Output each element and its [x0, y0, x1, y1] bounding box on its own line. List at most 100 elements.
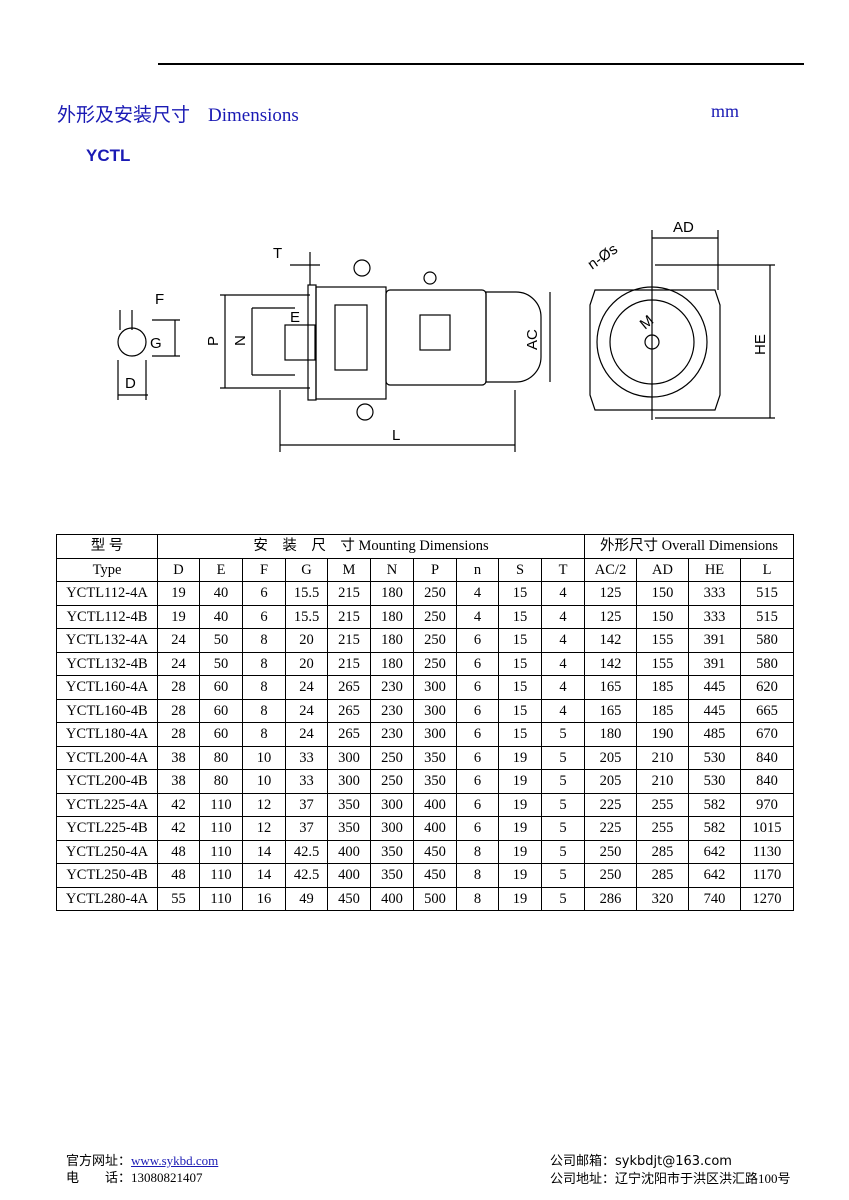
type-cell: YCTL250-4A — [56, 839, 158, 864]
label-P: P — [205, 336, 222, 346]
value-cell: 515 — [740, 604, 794, 629]
value-cell: 485 — [688, 722, 741, 747]
value-cell: 125 — [584, 581, 637, 606]
value-cell: 49 — [285, 886, 328, 911]
label-D: D — [125, 375, 136, 392]
value-cell: 6 — [456, 628, 499, 653]
value-cell: 400 — [413, 792, 457, 817]
value-cell: 300 — [413, 675, 457, 700]
value-cell: 970 — [740, 792, 794, 817]
value-cell: 40 — [199, 581, 243, 606]
column-header: AD — [636, 557, 689, 582]
value-cell: 8 — [456, 886, 499, 911]
value-cell: 110 — [199, 816, 243, 841]
value-cell: 215 — [327, 604, 371, 629]
value-cell: 5 — [541, 769, 585, 794]
value-cell: 24 — [285, 675, 328, 700]
value-cell: 33 — [285, 769, 328, 794]
value-cell: 15 — [498, 628, 542, 653]
value-cell: 20 — [285, 651, 328, 676]
value-cell: 1170 — [740, 863, 794, 888]
title-cn: 外形及安装尺寸 — [57, 105, 191, 126]
value-cell: 185 — [636, 675, 689, 700]
value-cell: 150 — [636, 604, 689, 629]
value-cell: 6 — [456, 651, 499, 676]
column-header: G — [285, 557, 328, 582]
website-link[interactable]: www.sykbd.com — [131, 1153, 219, 1168]
value-cell: 4 — [541, 604, 585, 629]
value-cell: 350 — [413, 745, 457, 770]
value-cell: 50 — [199, 651, 243, 676]
value-cell: 48 — [157, 863, 200, 888]
value-cell: 840 — [740, 745, 794, 770]
value-cell: 255 — [636, 792, 689, 817]
value-cell: 28 — [157, 722, 200, 747]
label-E: E — [290, 309, 300, 326]
value-cell: 205 — [584, 769, 637, 794]
value-cell: 180 — [370, 628, 414, 653]
label-T: T — [273, 245, 282, 262]
value-cell: 110 — [199, 792, 243, 817]
value-cell: 210 — [636, 745, 689, 770]
value-cell: 180 — [370, 604, 414, 629]
value-cell: 4 — [456, 604, 499, 629]
value-cell: 28 — [157, 698, 200, 723]
column-header: n — [456, 557, 499, 582]
value-cell: 10 — [242, 745, 286, 770]
value-cell: 642 — [688, 839, 741, 864]
value-cell: 5 — [541, 745, 585, 770]
value-cell: 24 — [157, 651, 200, 676]
value-cell: 250 — [584, 863, 637, 888]
type-cell: YCTL180-4A — [56, 722, 158, 747]
value-cell: 1270 — [740, 886, 794, 911]
value-cell: 155 — [636, 628, 689, 653]
value-cell: 515 — [740, 581, 794, 606]
type-cell: YCTL225-4A — [56, 792, 158, 817]
value-cell: 4 — [541, 675, 585, 700]
value-cell: 840 — [740, 769, 794, 794]
value-cell: 8 — [242, 675, 286, 700]
value-cell: 215 — [327, 628, 371, 653]
value-cell: 6 — [456, 675, 499, 700]
value-cell: 400 — [327, 839, 371, 864]
value-cell: 15 — [498, 698, 542, 723]
value-cell: 5 — [541, 792, 585, 817]
value-cell: 215 — [327, 651, 371, 676]
value-cell: 230 — [370, 675, 414, 700]
label-L: L — [392, 427, 400, 444]
value-cell: 33 — [285, 745, 328, 770]
value-cell: 150 — [636, 581, 689, 606]
value-cell: 6 — [456, 698, 499, 723]
value-cell: 19 — [498, 816, 542, 841]
value-cell: 42.5 — [285, 863, 328, 888]
type-cell: YCTL160-4A — [56, 675, 158, 700]
value-cell: 250 — [584, 839, 637, 864]
column-header: F — [242, 557, 286, 582]
label-G: G — [150, 335, 162, 352]
value-cell: 350 — [370, 839, 414, 864]
value-cell: 142 — [584, 651, 637, 676]
value-cell: 5 — [541, 863, 585, 888]
value-cell: 300 — [327, 745, 371, 770]
value-cell: 28 — [157, 675, 200, 700]
value-cell: 180 — [370, 651, 414, 676]
value-cell: 24 — [285, 698, 328, 723]
type-cell: YCTL112-4B — [56, 604, 158, 629]
value-cell: 285 — [636, 863, 689, 888]
label-n-s: n-Øs — [585, 241, 621, 274]
value-cell: 16 — [242, 886, 286, 911]
column-header: M — [327, 557, 371, 582]
value-cell: 185 — [636, 698, 689, 723]
column-header: E — [199, 557, 243, 582]
value-cell: 190 — [636, 722, 689, 747]
value-cell: 15 — [498, 675, 542, 700]
value-cell: 38 — [157, 745, 200, 770]
value-cell: 37 — [285, 792, 328, 817]
value-cell: 6 — [456, 792, 499, 817]
value-cell: 80 — [199, 745, 243, 770]
